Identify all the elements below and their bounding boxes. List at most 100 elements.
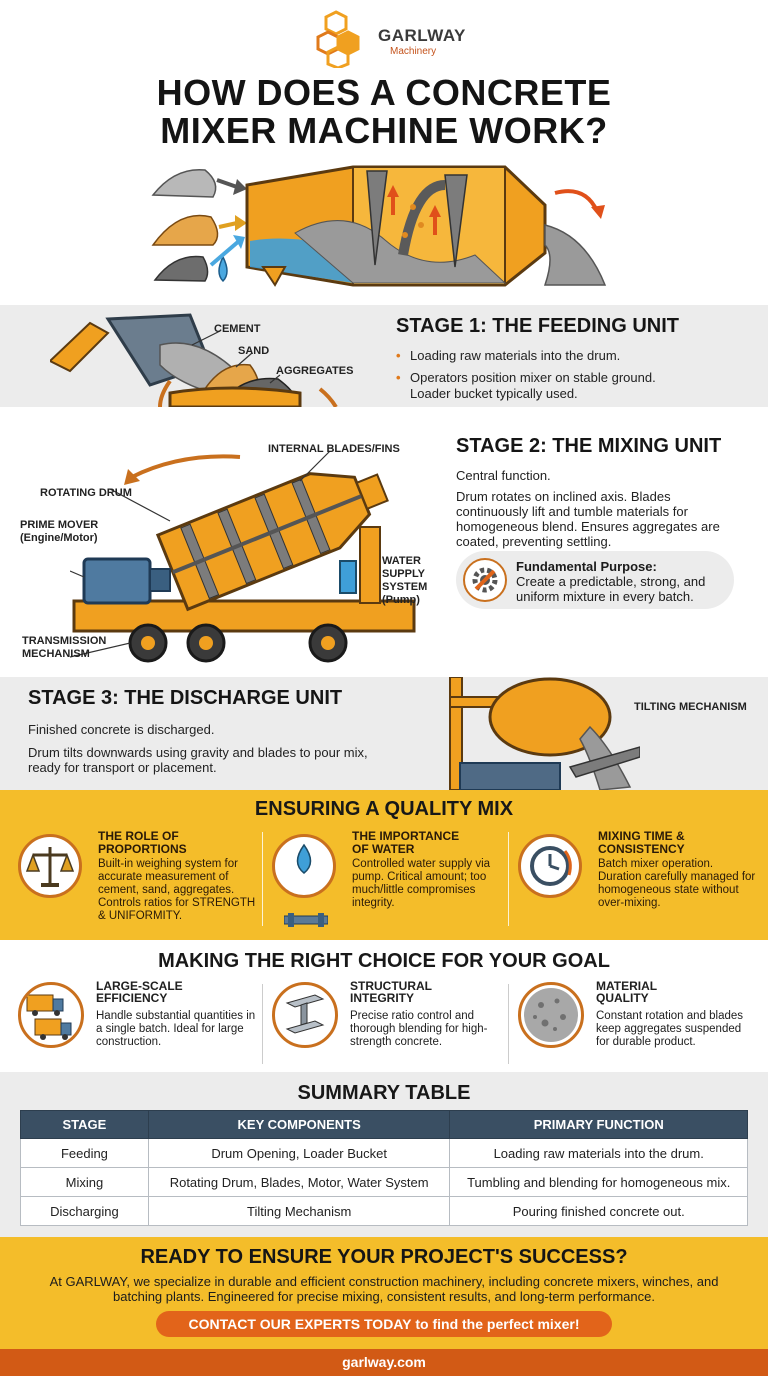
quality-head-1-line1: THE ROLE OF [98,829,179,843]
cta-section: READY TO ENSURE YOUR PROJECT'S SUCCESS? … [0,1237,768,1349]
contact-experts-button[interactable]: CONTACT OUR EXPERTS TODAY to find the pe… [156,1311,612,1337]
table-header-row: STAGE KEY COMPONENTS PRIMARY FUNCTION [20,1110,748,1139]
quality-body-2: Controlled water supply via pump. Critic… [352,858,491,909]
label-cement: CEMENT [214,323,261,335]
right-choice-section: MAKING THE RIGHT CHOICE FOR YOUR GOAL LA… [0,940,768,1072]
stage1-bullet-3-text: Loader bucket typically used. [410,386,578,401]
quality-title: ENSURING A QUALITY MIX [254,798,514,820]
quality-head-2-line1: THE IMPORTANCE [352,829,460,843]
label-prime-mover-line1: PRIME MOVER [20,519,99,531]
steel-beam-icon [272,982,338,1048]
stage1-title: STAGE 1: THE FEEDING UNIT [396,315,679,337]
hexagon-logo-icon [316,10,360,68]
choice-head-1-line1: LARGE-SCALE [96,979,183,993]
table-cell: Pouring finished concrete out. [449,1196,748,1226]
arrow-icon [216,178,238,189]
page-title: HOW DOES A CONCRETE MIXER MACHINE WORK? [0,74,768,150]
label-prime-mover: PRIME MOVER(Engine/Motor) [20,519,98,545]
clock-icon [518,834,582,898]
stage2-intro: Central function. [456,468,551,483]
label-internal-blades: INTERNAL BLADES/FINS [268,443,400,455]
table-header-function: PRIMARY FUNCTION [449,1110,748,1139]
table-cell: Drum Opening, Loader Bucket [147,1138,451,1168]
quality-body-1: Built-in weighing system for accurate me… [98,858,256,922]
stage3-title: STAGE 3: THE DISCHARGE UNIT [28,687,343,709]
label-transmission-line2: MECHANISM [22,648,90,660]
pipe-icon [284,913,328,927]
concrete-sample-icon [518,982,584,1048]
table-row: Mixing Rotating Drum, Blades, Motor, Wat… [20,1167,748,1197]
choice-title: MAKING THE RIGHT CHOICE FOR YOUR GOAL [158,950,610,972]
divider [508,832,509,926]
label-rotating-drum: ROTATING DRUM [40,487,132,499]
quality-head-3-line1: MIXING TIME & [598,829,685,843]
brand-sub: Machinery [390,46,437,57]
label-sand: SAND [238,345,270,357]
cement-pile-icon [151,168,217,198]
stage3-discharge: STAGE 3: THE DISCHARGE UNIT Finished con… [0,677,768,790]
stage2-mixing: INTERNAL BLADES/FINS ROTATING DRUM PRIME… [0,407,768,677]
header: GARLWAY Machinery HOW DOES A CONCRETE MI… [0,0,768,305]
table-cell: Loading raw materials into the drum. [449,1138,748,1168]
summary-table: STAGE KEY COMPONENTS PRIMARY FUNCTION Fe… [20,1110,748,1226]
label-aggregates: AGGREGATES [276,365,354,377]
water-tank-icon [339,560,357,594]
divider [262,984,263,1064]
table-header-components: KEY COMPONENTS [147,1110,451,1139]
stage2-body: Drum rotates on inclined axis. Blades co… [456,489,720,549]
footer: garlway.com [0,1349,768,1376]
summary-title: SUMMARY TABLE [297,1082,471,1104]
brand-name: GARLWAY [378,26,466,45]
sand-pile-icon [151,214,219,246]
table-cell: Rotating Drum, Blades, Motor, Water Syst… [147,1167,451,1197]
table-cell: Tumbling and blending for homogeneous mi… [449,1167,748,1197]
summary-section: SUMMARY TABLE STAGE KEY COMPONENTS PRIMA… [0,1072,768,1237]
choice-head-2-line2: INTEGRITY [350,991,415,1005]
stage3-intro: Finished concrete is discharged. [28,722,215,737]
label-water-line2: SUPPLY [382,568,426,580]
stage1-bullet-1: Loading raw materials into the drum. [396,348,679,364]
gravel-pile-icon [153,255,209,282]
quality-head-3-line2: CONSISTENCY [598,842,685,856]
brand-logo[interactable]: GARLWAY Machinery [316,10,465,68]
callout-title: Fundamental Purpose: [516,559,657,574]
choice-head-3-line2: QUALITY [596,991,649,1005]
divider [262,832,263,926]
quality-head-3: MIXING TIME &CONSISTENCY [598,830,685,856]
page-title-line1: HOW DOES A CONCRETE [156,72,612,113]
cta-body: At GARLWAY, we specialize in durable and… [49,1274,719,1304]
stage1-bullets: Loading raw materials into the drum. Ope… [396,348,679,402]
cta-button-rest: to find the perfect mixer! [411,1316,580,1332]
loader-bucket-illustration [50,313,338,407]
label-tilting-mechanism: TILTING MECHANISM [634,701,747,713]
stage1-bullet-2-text: Operators position mixer on stable groun… [410,370,656,385]
tilted-drum-icon [488,677,612,757]
table-cell: Mixing [20,1167,149,1197]
table-cell: Discharging [20,1196,149,1226]
table-row: Feeding Drum Opening, Loader Bucket Load… [20,1138,748,1168]
choice-head-2-line1: STRUCTURAL [350,979,432,993]
label-water-line1: WATER [382,555,421,567]
label-prime-mover-line2: (Engine/Motor) [20,532,98,544]
truck-chassis-icon [72,599,416,633]
table-cell: Feeding [20,1138,149,1168]
motor-icon [82,557,152,605]
footer-website-link[interactable]: garlway.com [342,1354,426,1370]
mixing-blade-icon [366,170,388,266]
water-drop-icon [218,255,228,283]
tilting-mixer-illustration [449,677,640,790]
callout-text: Fundamental Purpose: Create a predictabl… [516,559,726,604]
choice-head-3-line1: MATERIAL [596,979,658,993]
choice-head-1-line2: EFFICIENCY [96,991,168,1005]
